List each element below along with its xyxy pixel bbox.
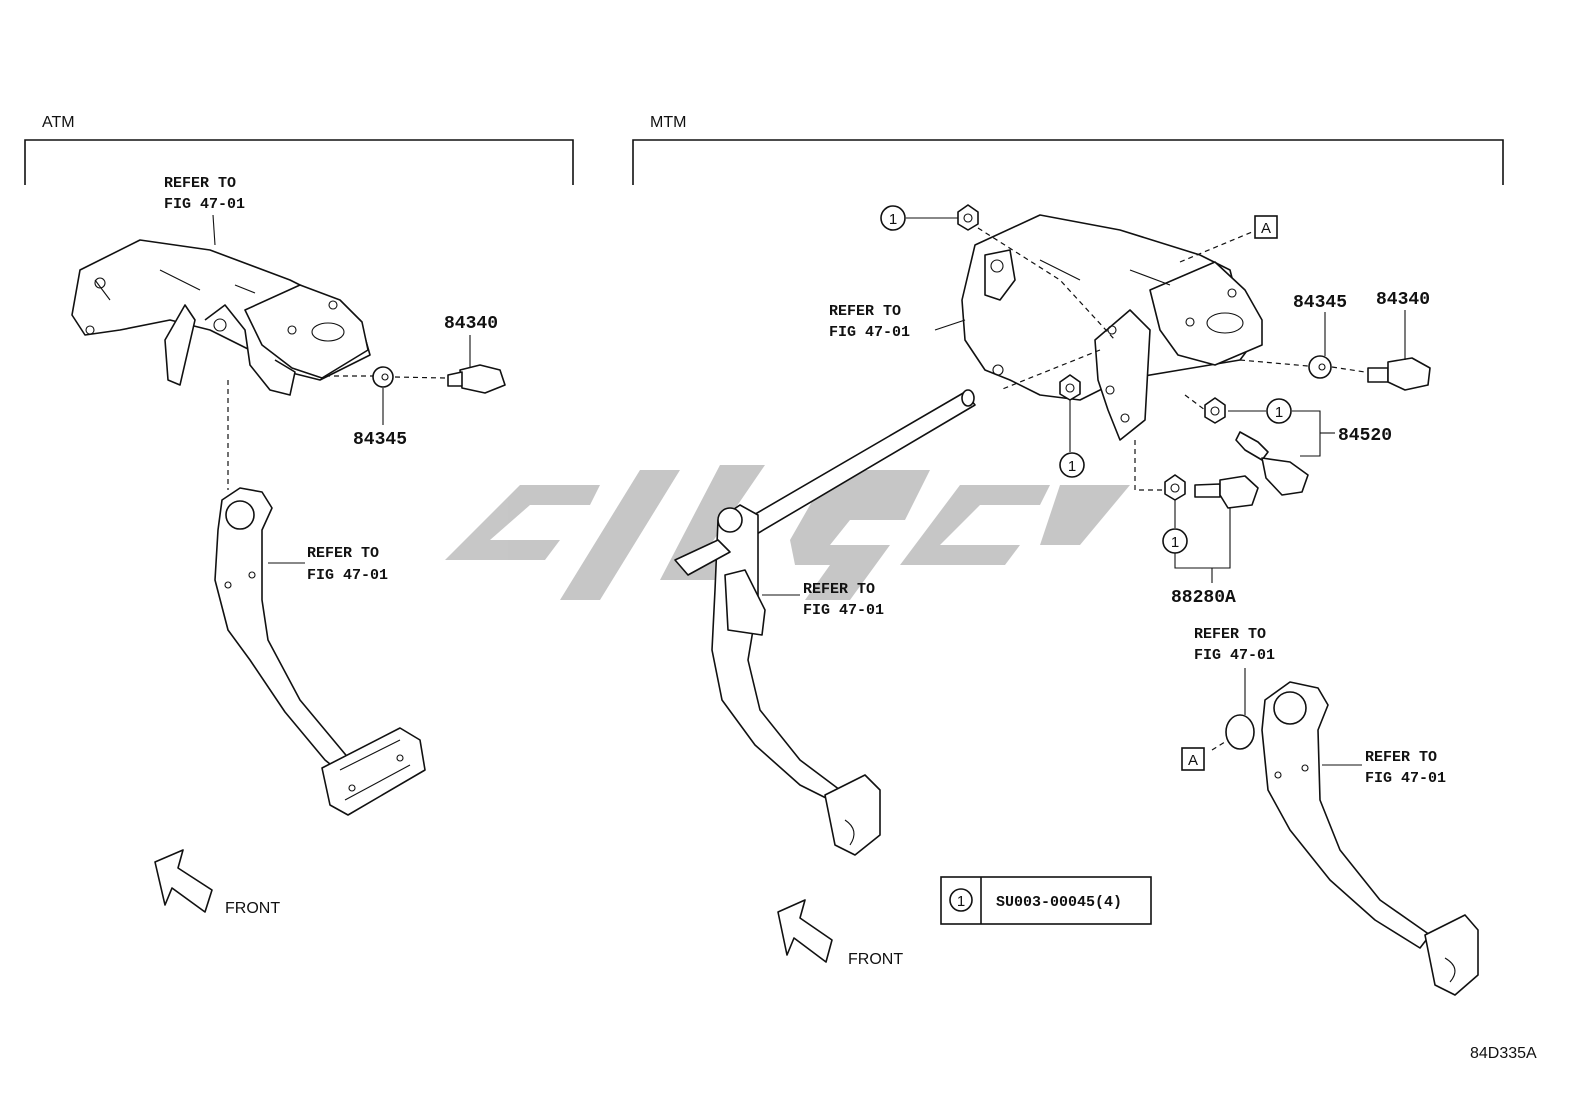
mtm-stopper-refer-label: REFER TO — [1194, 626, 1266, 643]
atm-brake-pedal — [214, 487, 426, 816]
mtm-clutch-refer-label: REFER TO — [803, 581, 875, 598]
atm-switch-clip-84345 — [372, 366, 394, 388]
atm-stop-lamp-switch-84340 — [447, 364, 506, 394]
mtm-front-arrow-icon — [777, 899, 833, 963]
legend-index: 1 — [957, 893, 965, 910]
fastener-legend: 1 SU003-00045(4) — [940, 876, 1152, 925]
mtm-switch-84520 — [1235, 431, 1309, 496]
mtm-clutch-pedal — [674, 504, 881, 856]
atm-pedal-refer-label: REFER TO — [307, 545, 379, 562]
mtm-stopper-fig-label: FIG 47-01 — [1194, 647, 1275, 664]
mtm-nut-switch-88280a — [1164, 474, 1186, 501]
mtm-switch-88280a — [1194, 475, 1259, 509]
mtm-part-84345-label: 84345 — [1293, 293, 1347, 313]
mtm-box-a-bottom-text: A — [1188, 752, 1198, 769]
mtm-part-84520-label: 84520 — [1338, 426, 1392, 446]
mtm-clutch-fig-label: FIG 47-01 — [803, 602, 884, 619]
mtm-brake-refer-label: REFER TO — [1365, 749, 1437, 766]
atm-bracket-refer-label: REFER TO — [164, 175, 236, 192]
mtm-stop-lamp-switch-84340 — [1367, 357, 1431, 391]
mtm-box-a-top-text: A — [1261, 220, 1271, 237]
mtm-brake-pedal — [1261, 681, 1479, 996]
mtm-circle-marker-middle-text: 1 — [1068, 458, 1076, 475]
mtm-circle-marker-88280a: 1 — [1162, 528, 1188, 554]
mtm-box-a-marker-top: A — [1254, 215, 1278, 239]
mtm-circle-marker-top: 1 — [880, 205, 906, 231]
mtm-pedal-stopper — [1225, 714, 1255, 750]
mtm-circle-marker-84520: 1 — [1266, 398, 1292, 424]
mtm-circle-marker-top-text: 1 — [889, 211, 897, 228]
mtm-nut-top — [957, 204, 979, 231]
atm-bracket-fig-label: FIG 47-01 — [164, 196, 245, 213]
atm-front-label: FRONT — [225, 900, 280, 917]
mtm-box-a-marker-bottom: A — [1181, 747, 1205, 771]
mtm-front-label: FRONT — [848, 951, 903, 968]
mtm-circle-marker-84520-text: 1 — [1275, 404, 1283, 421]
mtm-part-88280a-label: 88280A — [1171, 588, 1236, 608]
atm-section-bracket — [24, 139, 574, 185]
watermark-logo — [445, 465, 1130, 600]
mtm-circle-marker-88280a-text: 1 — [1171, 534, 1179, 551]
mtm-nut-switch-84520 — [1204, 397, 1226, 424]
diagram-id: 84D335A — [1470, 1045, 1537, 1062]
mtm-switch-clip-84345 — [1308, 355, 1332, 379]
mtm-section-bracket — [632, 139, 1504, 185]
atm-pedal-bracket — [71, 239, 371, 396]
mtm-bracket-refer-label: REFER TO — [829, 303, 901, 320]
legend-code: SU003-00045(4) — [996, 894, 1122, 911]
atm-pedal-fig-label: FIG 47-01 — [307, 567, 388, 584]
mtm-part-84340-label: 84340 — [1376, 290, 1430, 310]
mtm-nut-middle — [1059, 374, 1081, 401]
mtm-bracket-fig-label: FIG 47-01 — [829, 324, 910, 341]
atm-front-arrow-icon — [154, 849, 213, 913]
mtm-brake-fig-label: FIG 47-01 — [1365, 770, 1446, 787]
atm-part-84340-label: 84340 — [444, 314, 498, 334]
atm-section-label: ATM — [42, 114, 75, 131]
mtm-pedal-bracket — [961, 214, 1263, 441]
mtm-circle-marker-middle: 1 — [1059, 452, 1085, 478]
mtm-section-label: MTM — [650, 114, 686, 131]
atm-part-84345-label: 84345 — [353, 430, 407, 450]
